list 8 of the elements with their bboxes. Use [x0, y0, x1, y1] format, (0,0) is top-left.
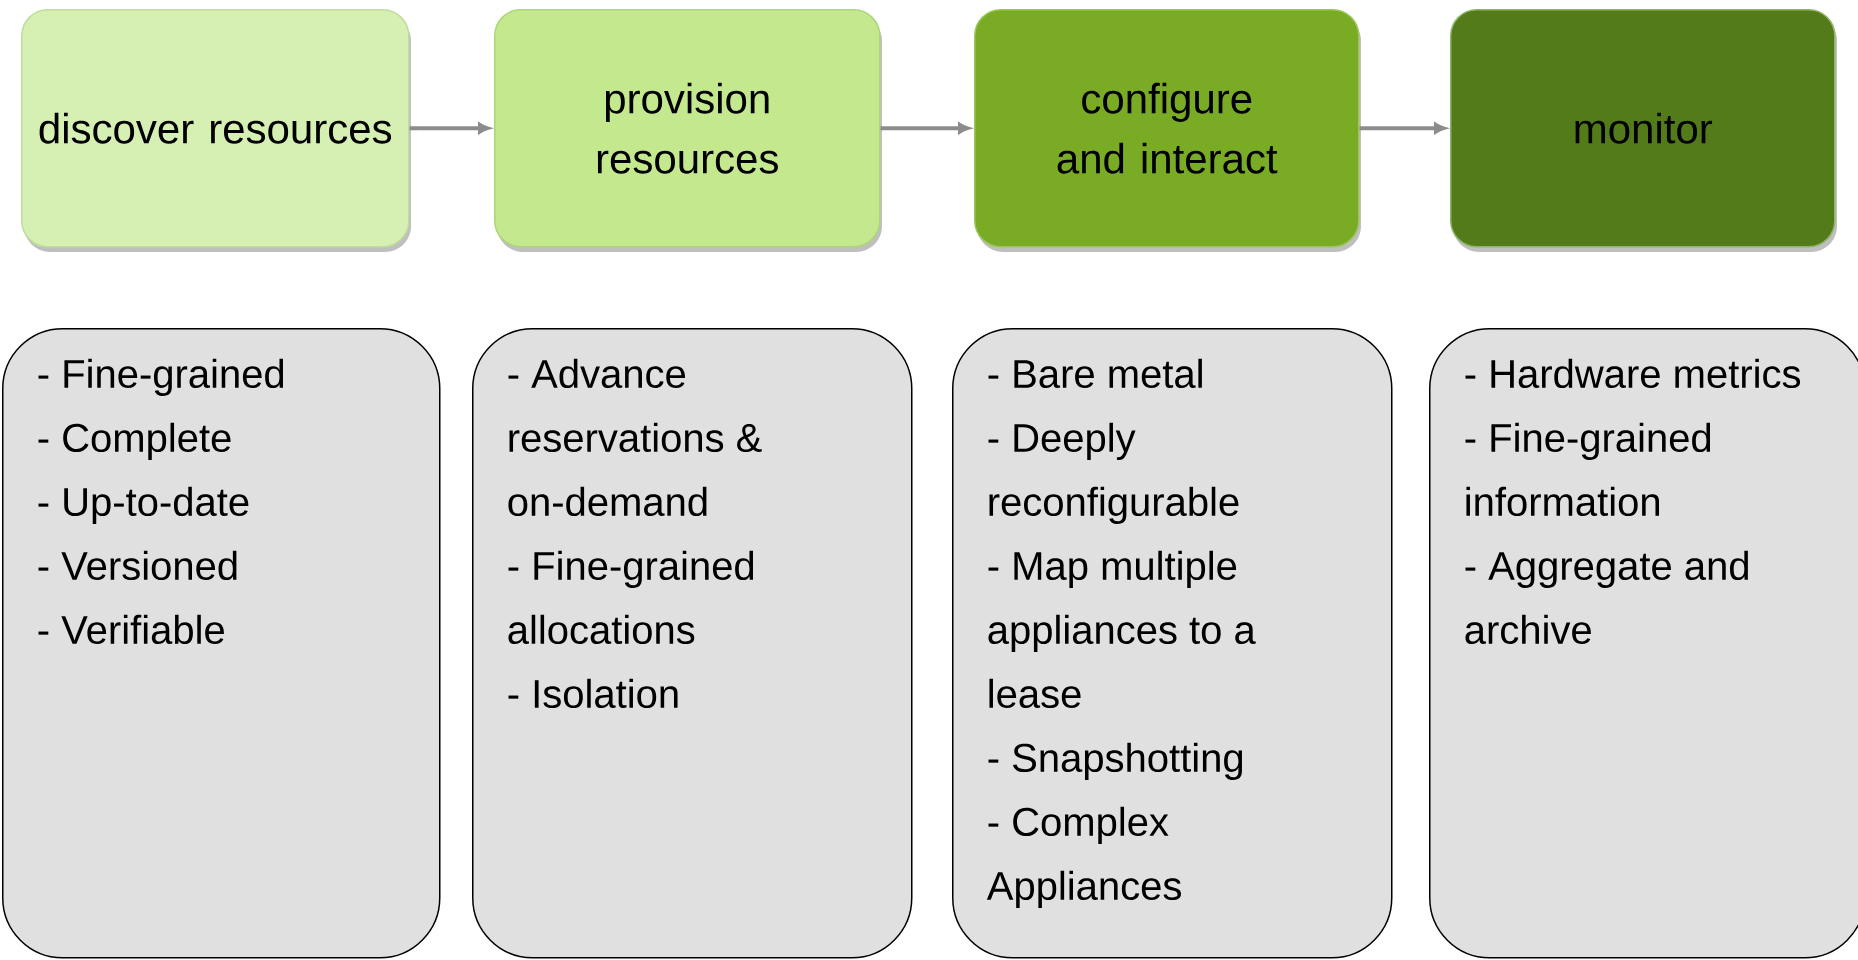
feature-box: - Advance reservations & on-demand - Fine-grained allocations - Isolation — [472, 328, 913, 959]
feature-box: - Fine-grained - Complete - Up-to-date - Versioned - Verifiable — [2, 328, 441, 959]
feature-box: - Bare metal - Deeply reconfigurable - Map multiple appliances to a lease - Snapshotting - Complex Appliances — [952, 328, 1393, 959]
step-box: discover resources — [21, 9, 410, 248]
step-box: configure and interact — [974, 9, 1360, 248]
step-box: monitor — [1450, 9, 1836, 248]
feature-box: - Hardware metrics - Fine-grained information - Aggregate and archive — [1429, 328, 1858, 959]
step-box: provision resources — [494, 9, 881, 248]
